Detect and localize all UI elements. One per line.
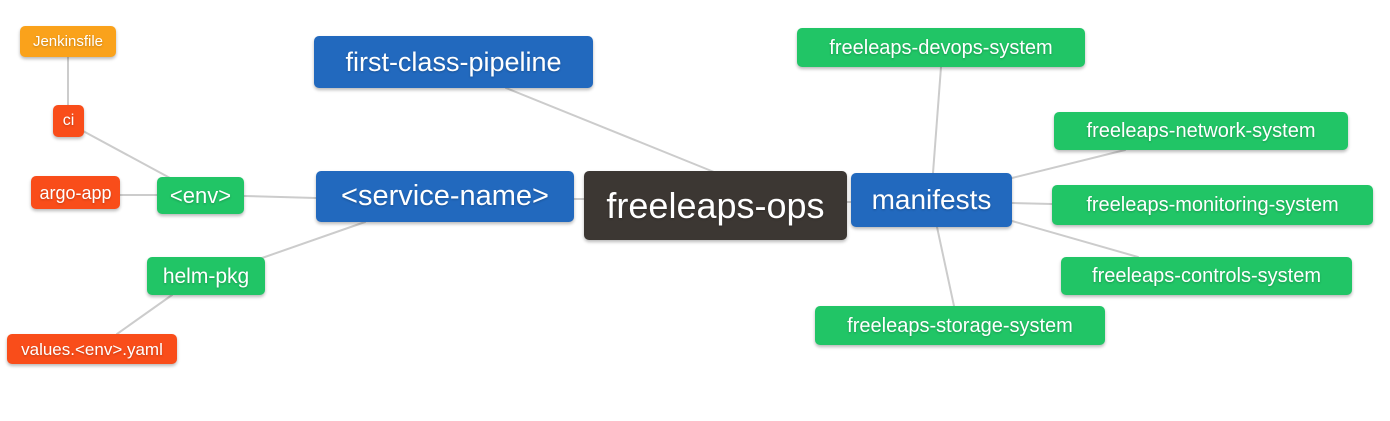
node-values-env-yaml[interactable]: values.<env>.yaml	[7, 334, 177, 364]
node-manifests[interactable]: manifests	[851, 173, 1012, 227]
node-helm-pkg[interactable]: helm-pkg	[147, 257, 265, 295]
node-freeleaps-devops-system[interactable]: freeleaps-devops-system	[797, 28, 1085, 67]
edge-ci--env	[82, 130, 171, 179]
edge-manifests--freeleaps-network-system	[1011, 149, 1126, 179]
node-freeleaps-monitoring-system[interactable]: freeleaps-monitoring-system	[1052, 185, 1373, 225]
edge-first-class-pipeline--freeleaps-ops	[505, 87, 715, 173]
node-service-name[interactable]: <service-name>	[316, 171, 574, 222]
node-freeleaps-controls-system[interactable]: freeleaps-controls-system	[1061, 257, 1352, 295]
node-first-class-pipeline[interactable]: first-class-pipeline	[314, 36, 593, 88]
edge-manifests--freeleaps-storage-system	[936, 226, 955, 307]
node-jenkinsfile[interactable]: Jenkinsfile	[20, 26, 116, 57]
edge-service-name--helm-pkg	[261, 221, 366, 259]
node-argo-app[interactable]: argo-app	[31, 176, 120, 209]
node-env[interactable]: <env>	[157, 177, 244, 214]
edge-helm-pkg--values-env-yaml	[116, 294, 173, 335]
edge-manifests--freeleaps-controls-system	[1011, 220, 1139, 258]
edge-manifests--freeleaps-monitoring-system	[1011, 202, 1053, 205]
edge-manifests--freeleaps-devops-system	[932, 66, 942, 174]
edge-env--service-name	[243, 195, 317, 199]
node-freeleaps-ops[interactable]: freeleaps-ops	[584, 171, 847, 240]
node-freeleaps-network-system[interactable]: freeleaps-network-system	[1054, 112, 1348, 150]
node-ci[interactable]: ci	[53, 105, 84, 137]
node-freeleaps-storage-system[interactable]: freeleaps-storage-system	[815, 306, 1105, 345]
